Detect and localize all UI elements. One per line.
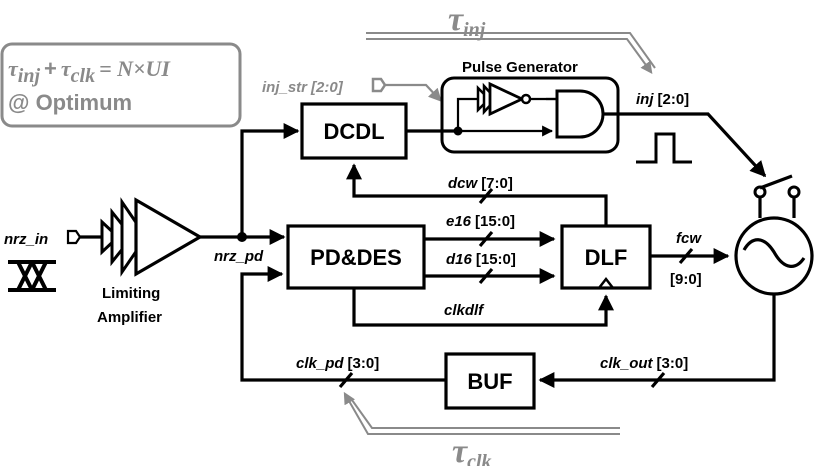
- eq-clk-subscript: clk: [71, 65, 95, 87]
- clkdlf-net: clkdlf: [352, 288, 614, 327]
- dcw-name: dcw: [448, 175, 479, 192]
- svg-text:dcw[7:0]: dcw[7:0]: [448, 175, 513, 192]
- svg-text:inj_str[2:0]: inj_str[2:0]: [262, 79, 344, 96]
- eq-tau-inj: τ: [8, 56, 19, 81]
- pd-des-block: PD&DES: [286, 224, 426, 290]
- limiting-amplifier: Limiting Amplifier: [97, 197, 204, 326]
- fcw-bus-width: [9:0]: [670, 271, 702, 288]
- inj-str-name: inj_str: [262, 79, 308, 96]
- eq-tau-clk: τ: [61, 56, 72, 81]
- dlf-block: DLF: [560, 224, 652, 290]
- nrz-in-input: nrz_in: [4, 229, 102, 248]
- tau-clk-symbol: τ: [452, 433, 468, 466]
- svg-text:τclk: τclk: [452, 433, 492, 466]
- tau-inj-symbol: τ: [448, 1, 464, 38]
- tau-inj-annotation: τinj: [366, 1, 656, 74]
- inj-bus: [2:0]: [658, 91, 690, 108]
- equation-box: τinj+τclk= N×UI @ Optimum: [0, 42, 242, 128]
- fcw-name: fcw: [676, 230, 702, 247]
- svg-text:τinj: τinj: [448, 1, 486, 41]
- d16-bus-width: [15:0]: [476, 251, 516, 268]
- d16-bus: d16[15:0]: [424, 251, 556, 285]
- pd-des-label: PD&DES: [310, 245, 402, 270]
- eq-inj-subscript: inj: [18, 65, 41, 87]
- inj-str-control: inj_str[2:0]: [262, 77, 442, 102]
- clk-pd-bus-width: [3:0]: [348, 355, 380, 372]
- dcdl-block: DCDL: [300, 102, 408, 160]
- d16-name: d16: [446, 251, 473, 268]
- pulse-generator: Pulse Generator: [406, 59, 767, 178]
- e16-name: e16: [446, 213, 472, 230]
- clk-pd-net: clk_pd[3:0]: [240, 266, 446, 389]
- nrz-pd-label: nrz_pd: [214, 248, 264, 265]
- e16-bus: e16[15:0]: [424, 213, 556, 248]
- buf-label: BUF: [467, 369, 512, 394]
- eye-diagram-icon: [8, 260, 56, 292]
- inj-str-bus: [2:0]: [310, 79, 344, 96]
- pulse-generator-label: Pulse Generator: [462, 59, 578, 76]
- tau-clk-subscript: clk: [467, 451, 491, 466]
- dlf-label: DLF: [585, 245, 628, 270]
- dcdl-label: DCDL: [323, 119, 384, 144]
- dcw-bus-width: [7:0]: [481, 175, 513, 192]
- eq-rhs: = N×UI: [99, 56, 171, 81]
- eq-line2: @ Optimum: [8, 90, 132, 115]
- clk-out-net: clk_out[3:0]: [538, 294, 776, 389]
- clk-pd-name: clk_pd: [296, 355, 344, 372]
- clk-out-bus-width: [3:0]: [657, 355, 689, 372]
- inj-name: inj: [636, 91, 654, 108]
- nrz-in-label: nrz_in: [4, 231, 48, 248]
- svg-text:clk_pd[3:0]: clk_pd[3:0]: [296, 355, 379, 372]
- svg-text:inj[2:0]: inj[2:0]: [636, 91, 689, 108]
- eq-plus: +: [44, 56, 57, 81]
- svg-text:clk_out[3:0]: clk_out[3:0]: [600, 355, 688, 372]
- tau-inj-subscript: inj: [463, 19, 486, 41]
- clk-out-name: clk_out: [600, 355, 654, 372]
- clkdlf-label: clkdlf: [444, 302, 485, 319]
- svg-text:d16[15:0]: d16[15:0]: [446, 251, 516, 268]
- amplifier-label: Amplifier: [97, 309, 162, 326]
- oscillator: [734, 174, 814, 296]
- svg-text:e16[15:0]: e16[15:0]: [446, 213, 515, 230]
- buf-block: BUF: [444, 352, 536, 410]
- tau-clk-annotation: τclk: [343, 391, 620, 466]
- inj-output: inj[2:0]: [636, 91, 692, 164]
- svg-text:τinj+τclk= N×UI: τinj+τclk= N×UI: [8, 56, 171, 87]
- limiting-label: Limiting: [102, 285, 160, 302]
- dcw-bus: dcw[7:0]: [346, 163, 608, 226]
- e16-bus-width: [15:0]: [475, 213, 515, 230]
- fcw-bus: fcw [9:0]: [650, 230, 730, 288]
- nrz-pd-net: nrz_pd: [200, 123, 300, 265]
